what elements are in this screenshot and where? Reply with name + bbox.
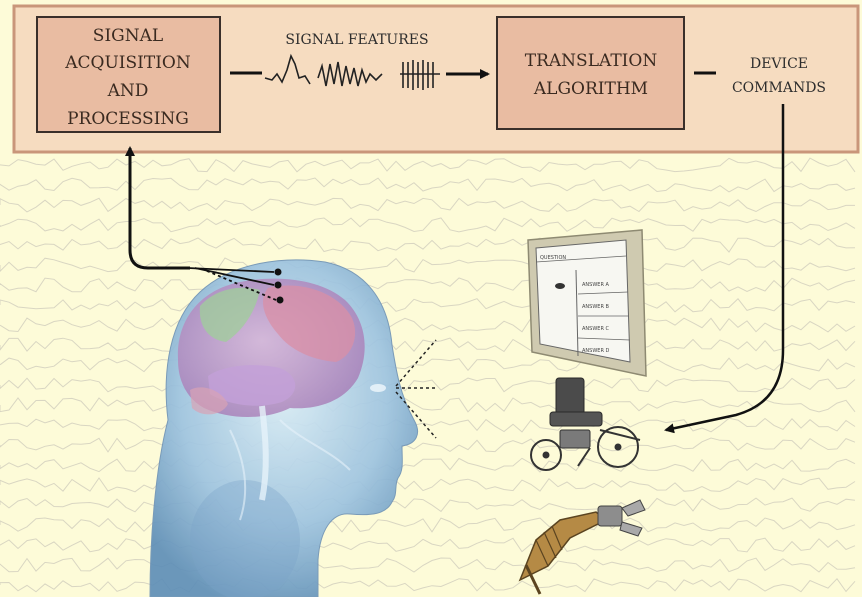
signal-waveforms — [264, 53, 440, 90]
eeg-trace — [0, 297, 856, 313]
brain-parietal-lobe — [199, 287, 260, 342]
gaze-lines — [395, 339, 437, 439]
signal-acquisition-box: SIGNAL ACQUISITION AND PROCESSING — [36, 16, 221, 133]
eeg-background — [0, 157, 856, 593]
eeg-trace — [0, 477, 856, 493]
eeg-trace — [0, 377, 856, 393]
signal-features-label: SIGNAL FEATURES — [285, 32, 428, 48]
translation-line-2: ALGORITHM — [533, 79, 648, 99]
wheel-left — [530, 439, 562, 471]
screen-option-2: ANSWER B — [582, 304, 610, 310]
eeg-trace — [0, 157, 856, 173]
eeg-trace — [0, 197, 855, 213]
electrode-3 — [276, 296, 284, 304]
screen-option-3: ANSWER C — [582, 326, 610, 332]
acquisition-line-2: ACQUISITION — [64, 53, 191, 73]
eeg-trace — [0, 317, 856, 333]
brain-temporal-lobe — [208, 365, 296, 406]
electrodes — [274, 268, 284, 304]
robotic-arm — [518, 499, 646, 595]
eeg-trace — [0, 517, 856, 533]
wheel-right — [597, 426, 639, 468]
eeg-trace — [0, 257, 856, 273]
arrow-commands-to-devices — [664, 104, 785, 434]
wheelchair — [530, 377, 641, 471]
waveform-spike — [264, 53, 311, 85]
eeg-trace — [0, 577, 856, 593]
brain-frontal-lobe — [263, 285, 356, 362]
brain-stem — [259, 405, 269, 501]
brain — [177, 278, 365, 521]
waveform-oscillation — [317, 61, 383, 87]
electrode-wires — [187, 267, 277, 301]
head-illustration — [149, 259, 418, 597]
acquisition-line-1: SIGNAL — [93, 26, 163, 46]
computer-screen: QUESTION ANSWER A ANSWER B ANSWER C ANSW… — [527, 229, 647, 377]
eeg-trace — [0, 457, 856, 473]
screen-cursor — [555, 283, 565, 289]
device-commands-line-1: DEVICE — [750, 56, 808, 72]
eeg-trace — [0, 337, 856, 353]
screen-title: QUESTION — [540, 255, 566, 261]
eeg-trace — [0, 177, 856, 193]
screen-option-4: ANSWER D — [582, 348, 610, 354]
eeg-trace — [0, 497, 856, 513]
brain-cerebellum — [190, 387, 228, 415]
screen-option-1: ANSWER A — [582, 282, 610, 288]
acquisition-line-4: PROCESSING — [67, 109, 189, 129]
eeg-trace — [0, 237, 856, 253]
eeg-trace — [0, 357, 856, 373]
eeg-trace — [0, 277, 856, 293]
eeg-trace — [0, 437, 856, 453]
eeg-trace — [0, 537, 856, 553]
eye — [370, 384, 386, 392]
eeg-trace — [0, 217, 856, 233]
electrode-2 — [274, 281, 282, 289]
eeg-trace — [0, 397, 856, 413]
neck-shadow — [190, 480, 300, 597]
electrode-1 — [274, 268, 282, 276]
translation-algorithm-box: TRANSLATION ALGORITHM — [496, 16, 685, 130]
eeg-trace — [0, 417, 856, 433]
acquisition-line-3: AND — [107, 81, 149, 101]
waveform-spike-train — [400, 60, 440, 90]
device-commands-line-2: COMMANDS — [732, 80, 826, 96]
translation-line-1: TRANSLATION — [525, 51, 658, 71]
eeg-trace — [0, 557, 856, 573]
arrow-to-acquisition — [125, 146, 190, 270]
